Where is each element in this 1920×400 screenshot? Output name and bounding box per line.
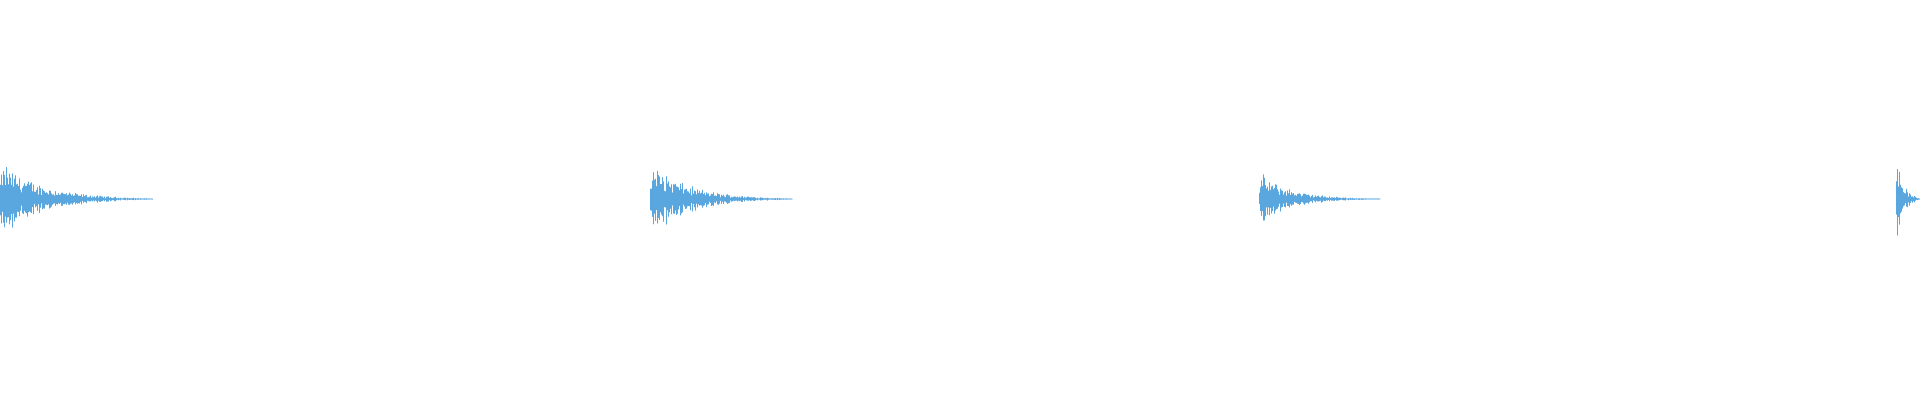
waveform-transient-1 <box>0 167 153 228</box>
waveform-transient-4 <box>1896 169 1920 236</box>
waveform-transient-2 <box>650 170 793 225</box>
waveform-transients <box>0 167 1920 236</box>
waveform-transient-3 <box>1259 174 1381 221</box>
